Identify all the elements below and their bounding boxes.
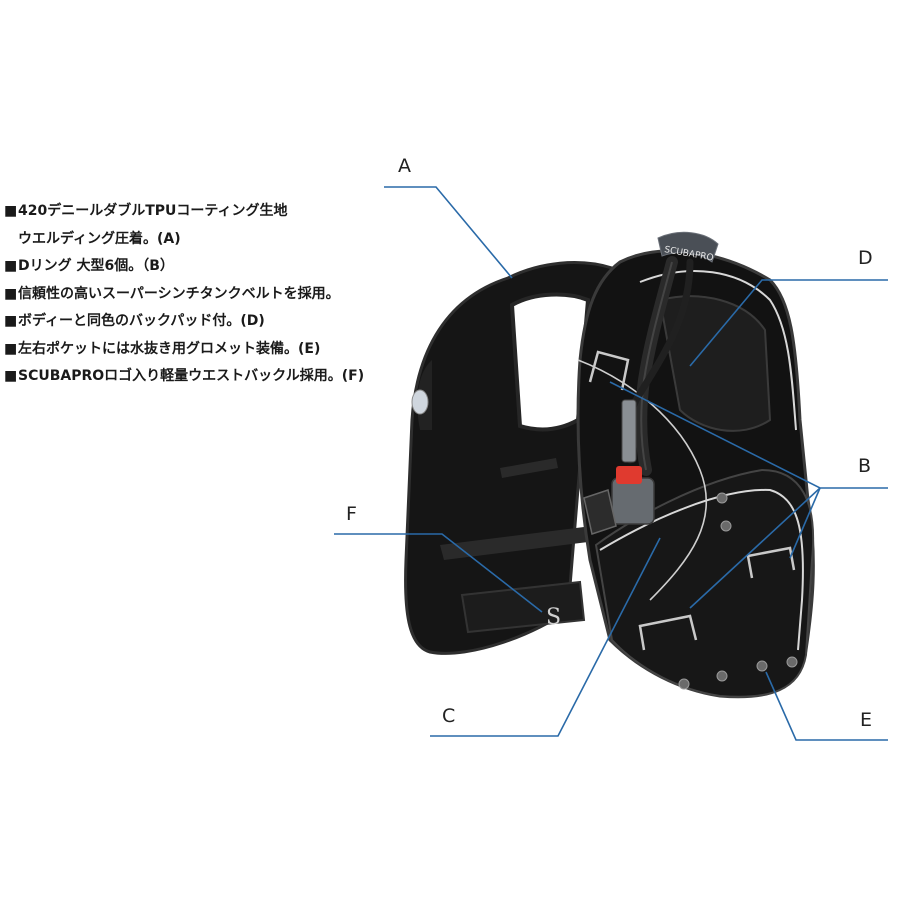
feature-text: SCUBAPROロゴ入り軽量ウエストバックル採用。(F) [18,368,365,384]
d-ring-upper [588,350,630,391]
chest-buckle [583,489,617,535]
inflator-hose-highlight [640,261,673,471]
grommet [716,670,728,682]
leader-line-c [430,537,661,737]
grommet [756,660,768,672]
feature-item-4: ■ボディーと同色のバックパッド付。(D) [4,308,364,336]
feature-text: 420デニールダブルTPUコーティング生地 [18,203,288,219]
feature-list: ■420デニールダブルTPUコーティング生地 ウエルディング圧着。(A) ■Dリ… [4,198,364,391]
feature-text: Dリング 大型6個。（B） [18,258,174,274]
d-ring-lower-right [746,546,796,579]
leader-line-b-3 [789,487,821,559]
cummerbund-strap [440,525,604,560]
feature-item-1: ■420デニールダブルTPUコーティング生地 [4,198,364,226]
power-inflator [611,477,655,525]
waist-buckle-logo: S [546,605,561,630]
callout-leaders [334,186,888,741]
feature-text: ボディーと同色のバックパッド付。(D) [18,313,265,329]
bullet: ■ [4,340,18,357]
grommet [716,492,728,504]
feature-item-3: ■信頼性の高いスーパーシンチタンクベルトを採用。 [4,281,364,309]
shoulder-logo-band [657,231,719,263]
callout-label-c: C [442,705,455,727]
grommet [786,656,798,668]
feature-text: 左右ポケットには水抜き用グロメット装備。(E) [18,340,321,357]
bullet: ■ [4,203,18,219]
feature-text: ウエルディング圧着。(A) [18,230,181,247]
bullet: ■ [4,285,18,302]
feature-item-5: ■左右ポケットには水抜き用グロメット装備。(E) [4,336,364,364]
feature-item-2: ■Dリング 大型6個。（B） [4,253,364,281]
callout-label-a: A [398,155,411,177]
bullet: ■ [4,313,18,329]
leader-line-d [689,279,888,367]
leader-line-e [765,671,888,741]
leader-line-f [334,533,543,613]
waist-belt [460,580,586,634]
feature-item-1-cont: ウエルディング圧着。(A) [4,226,364,254]
d-ring-lower-left [638,614,698,651]
callout-label-f: F [346,503,357,525]
callout-label-d: D [858,247,873,269]
grommet [678,678,690,690]
leader-line-b-2 [689,487,821,609]
side-dump-valve [411,389,429,415]
dump-valve-button [616,466,642,484]
sternum-strap [500,458,558,478]
callout-label-b: B [858,455,871,477]
back-pad [658,295,772,432]
bullet: ■ [4,368,18,384]
bcd-vest-illustration: SCUBAPRO S [404,231,815,699]
bullet: ■ [4,258,18,274]
front-piping [639,270,797,431]
feature-text: 信頼性の高いスーパーシンチタンクベルトを採用。 [18,285,340,302]
grommet [720,520,732,532]
callout-label-e: E [860,709,872,731]
leader-line-a [384,186,513,279]
feature-item-6: ■SCUBAPROロゴ入り軽量ウエストバックル採用。(F) [4,363,364,391]
inflator-connector [621,399,637,463]
